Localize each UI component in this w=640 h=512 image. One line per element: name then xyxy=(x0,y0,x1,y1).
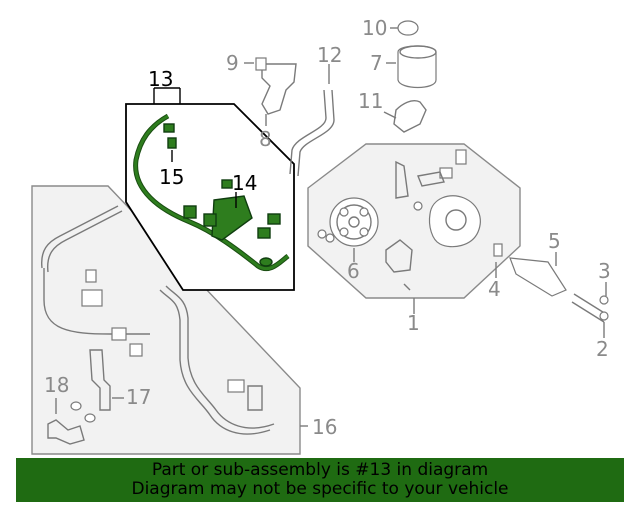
callout-1: 1 xyxy=(407,311,420,335)
part-8-9-bracket xyxy=(244,57,297,126)
pump-body xyxy=(428,195,481,248)
callout-4: 4 xyxy=(488,277,501,301)
callout-12: 12 xyxy=(317,43,342,67)
banner-line-disclaimer: Diagram may not be specific to your vehi… xyxy=(131,479,509,499)
callout-13: 13 xyxy=(148,67,173,91)
callout-8: 8 xyxy=(259,127,272,151)
callout-2: 2 xyxy=(596,337,609,361)
callout-10: 10 xyxy=(362,16,387,40)
callout-15: 15 xyxy=(159,165,184,189)
callout-11: 11 xyxy=(358,89,383,113)
callout-3: 3 xyxy=(598,259,611,283)
part-2-3-4-5-mount xyxy=(493,243,609,338)
banner-line-part: Part or sub-assembly is #13 in diagram xyxy=(151,460,489,480)
callout-18: 18 xyxy=(44,373,69,397)
callout-6: 6 xyxy=(347,259,360,283)
callout-5: 5 xyxy=(548,229,561,253)
callout-9: 9 xyxy=(226,51,239,75)
callout-16: 16 xyxy=(312,415,337,439)
callout-17: 17 xyxy=(126,385,151,409)
group-16-cooler-lines xyxy=(31,185,308,455)
notice-banner: Part or sub-assembly is #13 in diagram D… xyxy=(16,458,624,502)
group-13-hose-assembly xyxy=(125,87,295,291)
callout-7: 7 xyxy=(370,51,383,75)
callout-14: 14 xyxy=(232,171,257,195)
part-12-return-pipe xyxy=(289,64,335,177)
reservoir xyxy=(397,45,437,89)
group-1-pump-assembly xyxy=(307,143,521,314)
part-7-10-11-reservoir xyxy=(383,20,437,133)
